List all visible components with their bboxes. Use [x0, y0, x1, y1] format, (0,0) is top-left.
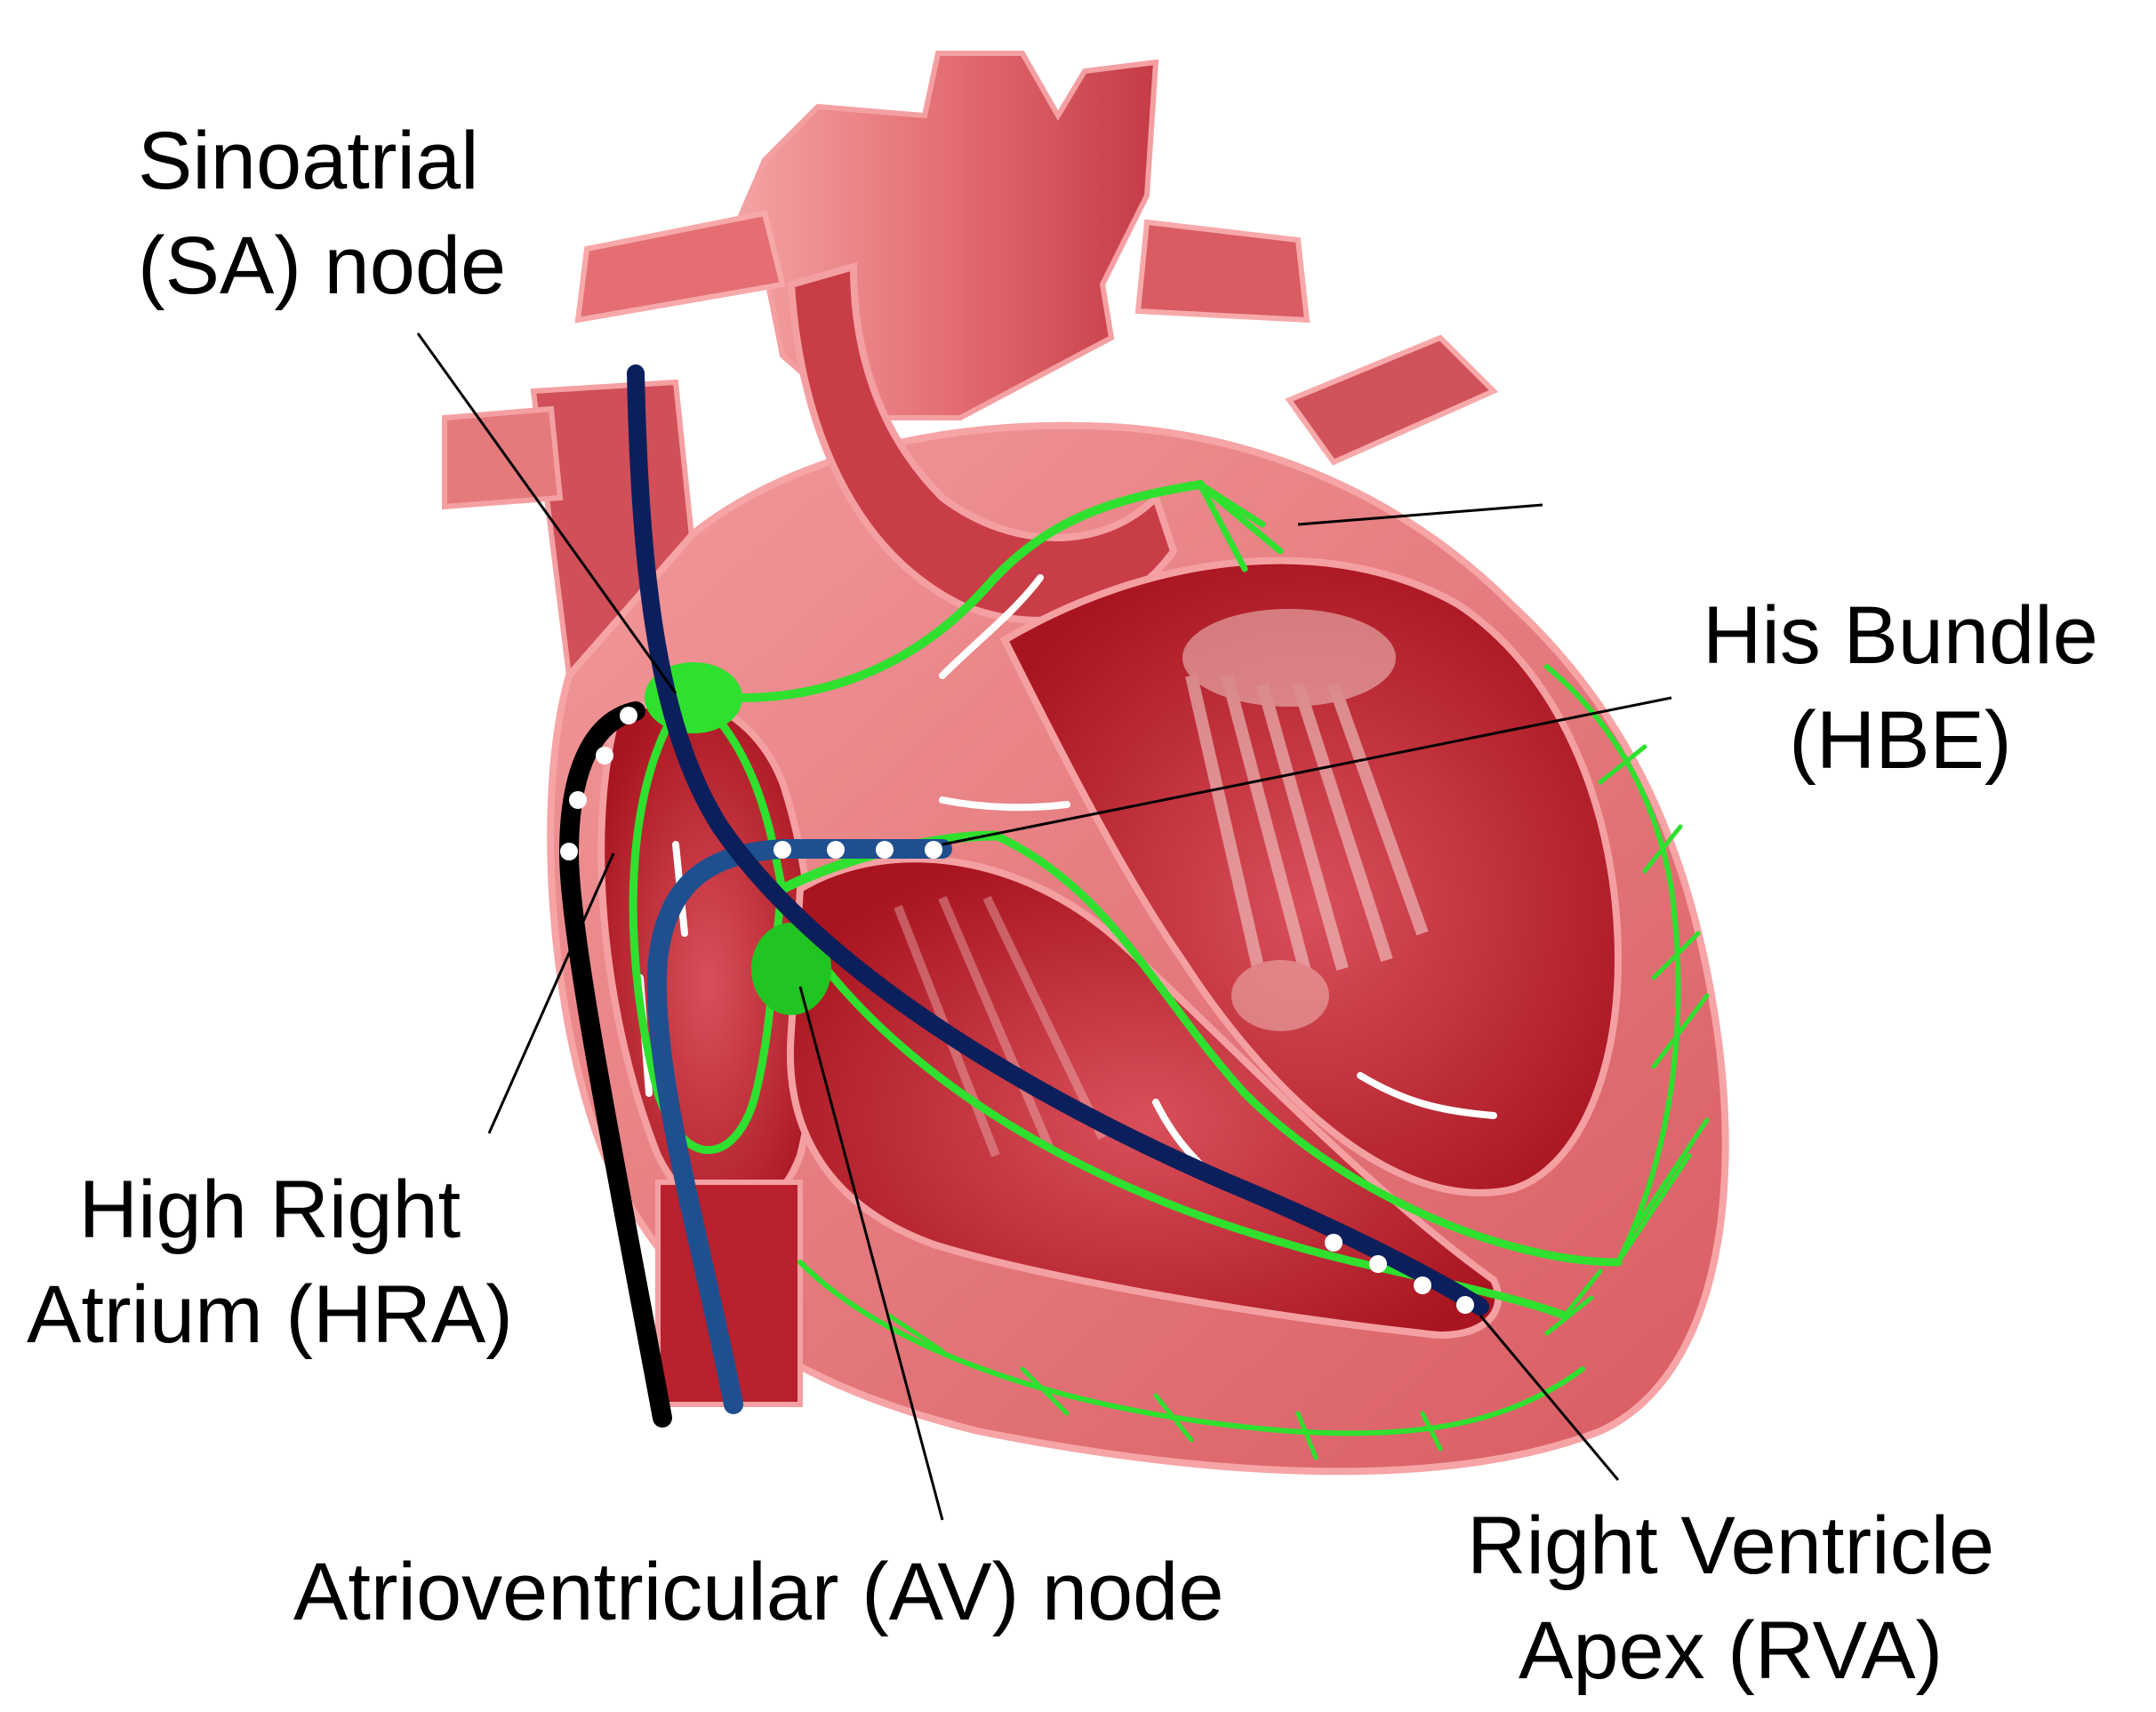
- pulmonary-branch: [1134, 219, 1310, 324]
- purkinje-left: [1544, 664, 1681, 1265]
- label-hra-line1: High Right: [78, 1164, 461, 1255]
- hra-electrode: [620, 707, 637, 724]
- purkinje-fibers-2: [886, 1313, 1443, 1460]
- hra-electrode: [596, 747, 613, 764]
- label-his-bundle: His Bundle (HBE): [1703, 583, 2098, 793]
- bachmann-bundle: [680, 480, 1205, 702]
- his-electrode: [876, 841, 894, 859]
- leader-his-bundle: [942, 696, 1672, 846]
- interatrial-branch: [1197, 481, 1284, 572]
- label-av-node-line1: Atrioventricular (AV) node: [293, 1547, 1224, 1637]
- leader-his-top: [1297, 503, 1543, 526]
- rva-electrode: [1456, 1296, 1474, 1314]
- left-bundle-branch: [991, 831, 1623, 1267]
- hra-catheter: [558, 701, 672, 1428]
- heart-body: [547, 261, 1729, 1476]
- purkinje-bottom: [797, 1260, 1585, 1436]
- flow-arrow: [1357, 1072, 1497, 1119]
- rva-electrode: [1325, 1234, 1342, 1252]
- leader-hra: [487, 852, 615, 1134]
- leader-av-node: [798, 986, 944, 1521]
- flow-arrow: [939, 574, 1044, 679]
- hra-electrode: [569, 791, 587, 809]
- leader-rva: [1479, 1315, 1620, 1481]
- label-sa-node-line2: (SA) node: [138, 220, 507, 311]
- label-hra: High Right Atrium (HRA): [27, 1157, 513, 1367]
- svc-branch-left: [442, 405, 564, 510]
- label-sa-node: Sinoatrial (SA) node: [138, 108, 506, 318]
- purkinje-fibers-3: [1544, 1268, 1603, 1336]
- his-electrode: [773, 841, 791, 859]
- purkinje-fibers-1: [1598, 744, 1710, 1265]
- electrodes: [560, 707, 1474, 1314]
- rva-electrode: [1414, 1276, 1431, 1294]
- leader-sa-node: [416, 332, 677, 694]
- label-rva: Right Ventricle Apex (RVA): [1467, 1493, 1994, 1703]
- label-av-node: Atrioventricular (AV) node: [293, 1540, 1224, 1644]
- mitral-valve-chordae: [1182, 609, 1429, 1031]
- rva-catheter: [627, 364, 1489, 1316]
- label-his-bundle-line2: (HBE): [1789, 695, 2012, 786]
- his-catheter: [646, 839, 952, 1414]
- label-his-bundle-line1: His Bundle: [1703, 590, 2098, 681]
- label-hra-line2: Atrium (HRA): [27, 1269, 513, 1360]
- pulmonary-vein-left: [574, 210, 786, 324]
- leader-lines: [416, 332, 1672, 1521]
- his-electrode: [925, 841, 942, 859]
- pulmonary-veins-right: [1285, 334, 1499, 466]
- label-rva-line1: Right Ventricle: [1467, 1500, 1995, 1591]
- his-electrode: [827, 841, 845, 859]
- av-node: [751, 923, 831, 1015]
- label-rva-line2: Apex (RVA): [1518, 1605, 1944, 1696]
- catheters: [558, 364, 1489, 1428]
- aorta-lumen: [787, 261, 1178, 624]
- rva-electrode: [1369, 1255, 1387, 1273]
- label-sa-node-line1: Sinoatrial: [138, 116, 479, 206]
- flow-arrow: [939, 796, 1070, 812]
- hra-electrode: [560, 843, 578, 860]
